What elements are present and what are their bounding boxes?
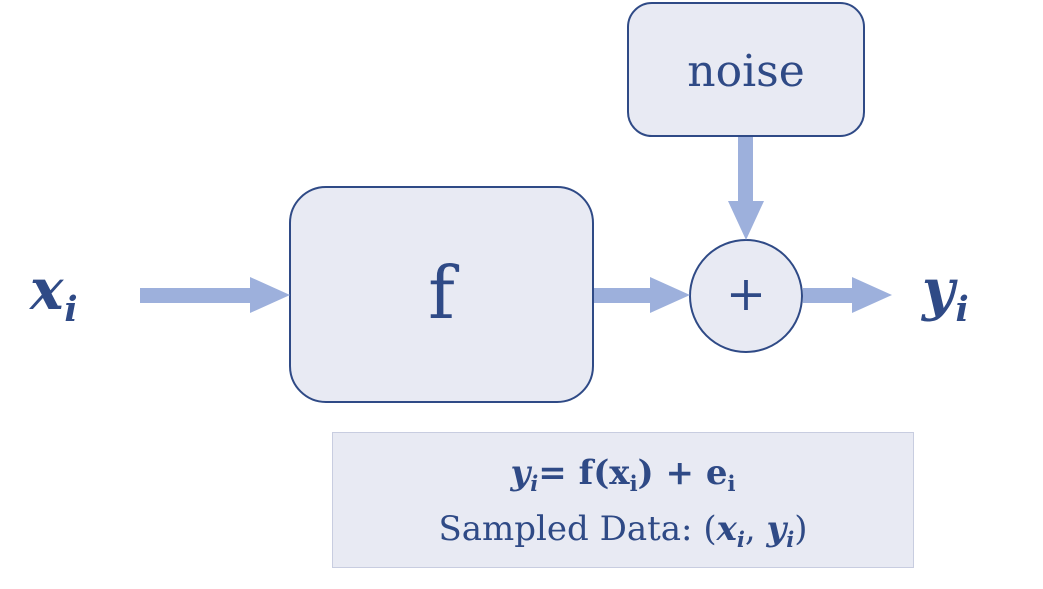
formula-error-symbol: e (705, 453, 728, 493)
formula-equals: = (538, 453, 567, 493)
sampled-x-symbol: x (716, 509, 737, 549)
sampled-comma: , (744, 509, 756, 549)
sampled-y-subscript: i (786, 526, 795, 552)
formula-box: yi= f(xi) + ei Sampled Data: (xi, yi) (332, 432, 914, 568)
formula-lhs-symbol: y (510, 453, 531, 493)
sampled-close-paren: ) (794, 509, 808, 549)
input-variable-label: xi (30, 262, 78, 327)
sum-node-label: + (725, 266, 767, 322)
input-arrow (140, 277, 290, 313)
formula-plus: + (665, 453, 695, 493)
function-block-label: f (428, 251, 455, 335)
output-subscript: i (955, 289, 969, 331)
formula-arg-subscript: i (629, 470, 638, 496)
model-equation: yi= f(xi) + ei (333, 453, 913, 496)
sampled-y-symbol: y (766, 509, 787, 549)
output-arrow (803, 277, 892, 313)
formula-error-subscript: i (727, 470, 736, 496)
noise-to-sum-arrow (728, 137, 764, 240)
output-symbol: y (922, 257, 955, 323)
function-block (289, 186, 594, 403)
sampled-open-paren: ( (703, 509, 717, 549)
function-to-sum-arrow (594, 277, 690, 313)
formula-close-paren: ) (637, 453, 654, 493)
output-variable-label: yi (922, 262, 969, 327)
noise-block (627, 2, 865, 137)
input-subscript: i (64, 289, 78, 331)
sampled-data-prefix: Sampled Data: (438, 509, 693, 549)
input-symbol: x (30, 257, 64, 323)
sampled-x-subscript: i (736, 526, 745, 552)
noise-block-label: noise (687, 46, 805, 97)
formula-function: f( (578, 453, 610, 493)
formula-arg-symbol: x (609, 453, 630, 493)
formula-lhs-subscript: i (530, 470, 539, 496)
sampled-data-line: Sampled Data: (xi, yi) (333, 509, 913, 552)
